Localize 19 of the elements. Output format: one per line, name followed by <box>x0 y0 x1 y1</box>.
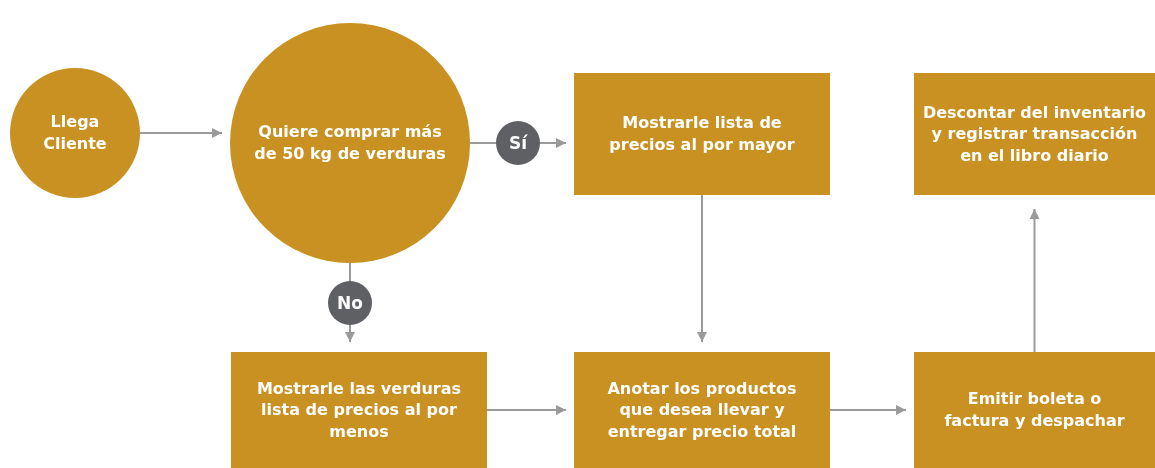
edge-label: Sí <box>496 121 540 165</box>
process-box <box>231 352 487 468</box>
node-text: Anotar los productos que desea llevar y entregar precio total <box>606 377 798 443</box>
node-text: Descontar del inventario y registrar transacción en el libro diario <box>921 101 1148 167</box>
arrow <box>1029 208 1040 353</box>
node-text: Mostrarle lista de precios al por mayor <box>608 112 796 156</box>
node-text: Mostrarle las verduras lista de precios al por menos <box>256 377 462 443</box>
process-box <box>574 73 830 195</box>
arrow <box>486 405 567 415</box>
process-box <box>574 352 830 468</box>
node-text: Quiere comprar más de 50 kg de verduras <box>254 121 446 165</box>
node-text: Llega Cliente <box>42 111 108 155</box>
process-box <box>914 73 1155 195</box>
arrow <box>139 128 223 138</box>
arrow <box>697 194 707 343</box>
process-box <box>914 352 1155 468</box>
node-text: Emitir boleta o factura y despachar <box>944 388 1125 432</box>
arrow <box>829 405 907 415</box>
edge-label: No <box>328 280 372 325</box>
